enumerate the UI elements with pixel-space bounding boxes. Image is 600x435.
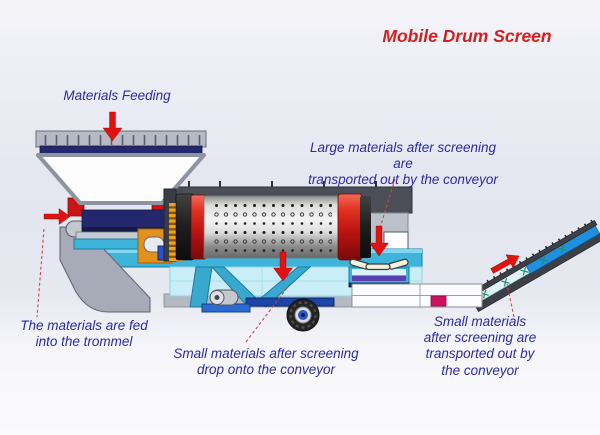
bed-seams xyxy=(352,284,482,307)
leader-transported xyxy=(506,283,515,318)
wheel xyxy=(286,298,320,332)
drum-ring-right xyxy=(337,193,363,261)
discharge-frame-light xyxy=(352,269,406,275)
discharge-belt xyxy=(352,276,406,281)
hopper xyxy=(35,130,207,217)
trough-rollers xyxy=(349,258,409,271)
incline-rail-top xyxy=(465,220,598,300)
leader-fed xyxy=(36,228,45,318)
label-small-transported: Small materials after screening are tran… xyxy=(423,314,537,378)
feeding-arrow-icon xyxy=(102,111,123,142)
incline-roller-marks xyxy=(480,244,567,299)
leader-lines xyxy=(36,178,515,343)
label-small-drop: Small materials after screening drop ont… xyxy=(173,346,359,378)
panel-bolt-ticks xyxy=(188,181,377,187)
bed-block xyxy=(430,295,447,307)
fed-arrow-icon xyxy=(43,208,71,225)
hopper-grizzly-bars xyxy=(40,133,202,146)
trommel-drum xyxy=(175,193,371,261)
drum-perforations xyxy=(212,201,332,253)
support-roller xyxy=(209,289,239,306)
transported-arrow-icon xyxy=(490,254,520,274)
label-large-materials: Large materials after screening are tran… xyxy=(308,140,498,188)
annotation-arrows xyxy=(43,111,520,282)
feeder-box-shadow xyxy=(82,227,182,232)
drop-arrow-icon xyxy=(273,251,293,282)
large-arrow-icon xyxy=(369,225,389,257)
axle-bar xyxy=(245,297,335,307)
label-materials-feeding: Materials Feeding xyxy=(63,88,171,103)
page-title: Mobile Drum Screen xyxy=(382,26,552,46)
drum-cap-right xyxy=(360,196,371,258)
label-fed-into-trommel: The materials are fed into the trommel xyxy=(20,318,148,350)
leader-drop xyxy=(245,283,291,343)
hopper-funnel xyxy=(36,153,206,205)
incline-conveyor xyxy=(465,218,600,313)
trailer-bed xyxy=(351,283,483,308)
